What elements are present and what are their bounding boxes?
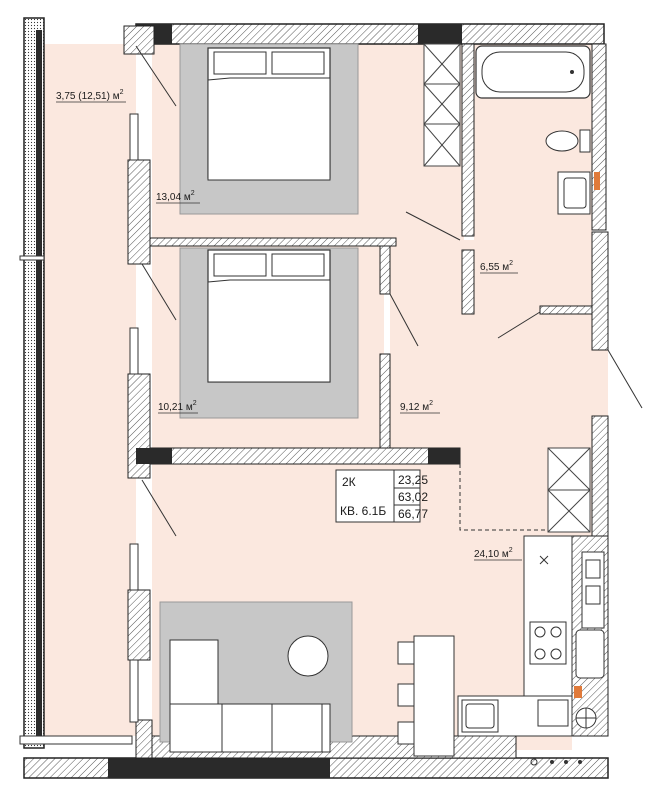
wall-bath-left-low xyxy=(461,249,475,315)
apartment-number: КВ. 6.1Б xyxy=(340,504,386,518)
door-bathroom xyxy=(497,311,541,339)
total-area-balcony-value: 66,77 xyxy=(398,507,428,521)
hallway-area-label: 9,12 м2 xyxy=(400,400,433,413)
pillow-2a xyxy=(213,253,267,277)
kitchen-right-appliances xyxy=(575,551,605,679)
cooktop xyxy=(529,621,567,665)
door-entrance xyxy=(607,349,643,409)
bathroom-fixtures xyxy=(475,45,591,215)
pillow-2b xyxy=(271,253,325,277)
wall-balcony-1 xyxy=(127,159,151,265)
wall-bath-bottom xyxy=(539,305,593,315)
wardrobe-hallway xyxy=(547,447,591,533)
hood-icon xyxy=(539,555,549,565)
wall-right-lower xyxy=(591,415,609,547)
window-balcony-3 xyxy=(129,543,139,591)
sofa xyxy=(169,639,331,753)
bar-counter xyxy=(397,635,455,757)
wall-bedroom2-bottom-dark-1 xyxy=(136,448,172,464)
hallway-boundary xyxy=(459,464,548,531)
door-balcony-top xyxy=(135,45,177,107)
wall-top xyxy=(135,23,605,45)
living-furniture xyxy=(159,601,455,757)
wall-right-bath xyxy=(591,43,607,231)
wall-bedroom2-right-1 xyxy=(379,245,391,295)
doors xyxy=(135,45,643,537)
wall-left-inner-strip xyxy=(36,30,42,736)
wall-bath-accent xyxy=(594,172,600,190)
wall-bedroom2-right-2 xyxy=(379,353,391,457)
wall-bedrooms xyxy=(149,237,397,247)
bedroom-1-area-label: 13,04 м2 xyxy=(156,190,195,203)
wardrobe-bedroom xyxy=(423,43,461,167)
wall-balcony-4 xyxy=(135,719,153,759)
wall-balcony-top xyxy=(123,25,155,55)
bedroom-2-furniture xyxy=(179,247,359,419)
wall-balcony-3 xyxy=(127,589,151,661)
door-bedroom1 xyxy=(405,211,461,241)
fridge-stub xyxy=(537,699,569,727)
total-area-value: 63,02 xyxy=(398,490,428,504)
window-balcony-1 xyxy=(129,113,139,161)
door-bedroom2 xyxy=(389,293,419,347)
pillow-1b xyxy=(271,51,325,75)
balcony-area-label: 3,75 (12,51) м2 xyxy=(56,89,124,102)
window-balcony-2 xyxy=(129,327,139,375)
wall-bedroom2-bottom xyxy=(149,447,461,465)
wall-right-mid xyxy=(591,231,609,351)
living-area-value: 23,25 xyxy=(398,473,428,487)
wall-bedroom2-bottom-dark-2 xyxy=(428,448,460,464)
pillow-1a xyxy=(213,51,267,75)
wall-top-dark-2 xyxy=(418,24,462,44)
bedroom-2-area-label: 10,21 м2 xyxy=(158,400,197,413)
apartment-info-box: 2К КВ. 6.1Б 23,25 63,02 66,77 xyxy=(335,469,428,523)
round-table xyxy=(287,635,329,677)
window-balcony-4 xyxy=(129,659,139,723)
kitchen-counter-vertical xyxy=(523,535,573,697)
living-area-label: 24,10 м2 xyxy=(474,547,513,560)
bathroom-area-label: 6,55 м2 xyxy=(480,260,513,273)
toilet xyxy=(545,129,591,153)
balcony-details xyxy=(19,255,133,745)
door-bedroom2-balcony xyxy=(141,479,177,537)
washbasin xyxy=(557,171,591,215)
wall-bath-left xyxy=(461,43,475,237)
balcony-floor xyxy=(44,44,136,736)
radiator-dots xyxy=(530,758,582,766)
room-labels: 3,75 (12,51) м2 13,04 м2 10,21 м2 9,12 м… xyxy=(56,89,522,561)
bedroom-1-furniture xyxy=(179,43,359,215)
kitchen-furniture xyxy=(457,535,605,766)
sink xyxy=(461,699,499,733)
door-bedroom1-balcony xyxy=(141,263,177,321)
wall-bottom-dark xyxy=(108,758,330,778)
apartment-type: 2К xyxy=(342,475,356,489)
